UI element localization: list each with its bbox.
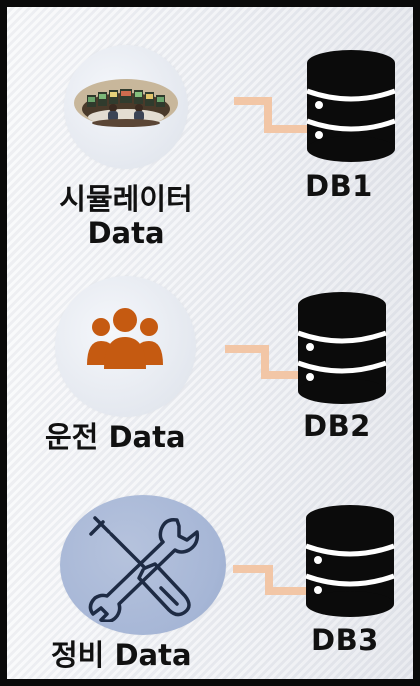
- db1-label: DB1: [305, 169, 373, 203]
- connector-line-3: [233, 565, 309, 595]
- db2-label: DB2: [303, 409, 371, 443]
- database-icon-db3: [305, 505, 395, 617]
- people-group-icon: [87, 308, 163, 369]
- simulator-label-line2: Data: [87, 215, 165, 250]
- simulator-data-label: 시뮬레이터 Data: [51, 182, 201, 251]
- db3-label: DB3: [311, 623, 379, 657]
- maintenance-data-label: 정비 Data: [51, 638, 192, 672]
- simulator-control-room-image: [74, 79, 178, 127]
- simulator-label-line1: 시뮬레이터: [59, 182, 193, 216]
- database-icon-db2: [297, 292, 387, 404]
- connector-line-1: [234, 97, 310, 133]
- connector-line-2: [225, 345, 301, 379]
- wrench-screwdriver-icon: [88, 516, 200, 622]
- database-icon-db1: [306, 50, 396, 162]
- operation-data-label: 운전 Data: [45, 420, 186, 454]
